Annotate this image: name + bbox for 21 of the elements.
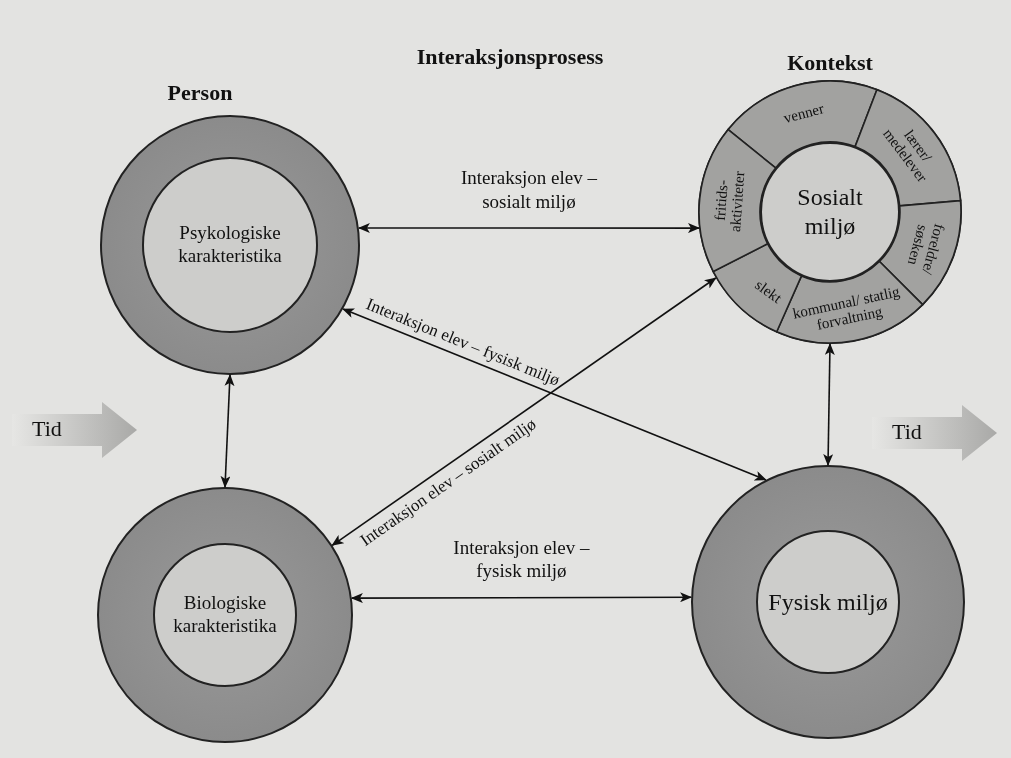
arrow (220, 374, 235, 488)
circle-label: Psykologiske karakteristika (177, 222, 283, 268)
arrow (331, 277, 717, 547)
circle-label: Sosialt miljø (796, 183, 864, 241)
segment-label: foreldre/ søsken (901, 212, 949, 281)
time-label: Tid (892, 419, 922, 445)
arrow (823, 343, 835, 466)
arrow (350, 592, 693, 604)
edge-label: Interaksjon elev – sosialt miljø (459, 166, 598, 214)
column-heading: Person (167, 80, 233, 106)
time-label: Tid (32, 416, 62, 442)
arrow (357, 223, 700, 234)
circle-label: Fysisk miljø (768, 587, 888, 617)
segment-label: fritids- aktiviteter (711, 161, 748, 242)
column-heading: Kontekst (787, 50, 873, 76)
segment-label: venner (759, 95, 849, 134)
circle-label: Biologiske karakteristika (172, 592, 278, 638)
arrow (342, 308, 767, 481)
outer-circle (698, 80, 962, 344)
edge-label: Interaksjon elev – fysisk miljø (452, 535, 591, 584)
column-heading: Interaksjonsprosess (416, 44, 604, 70)
